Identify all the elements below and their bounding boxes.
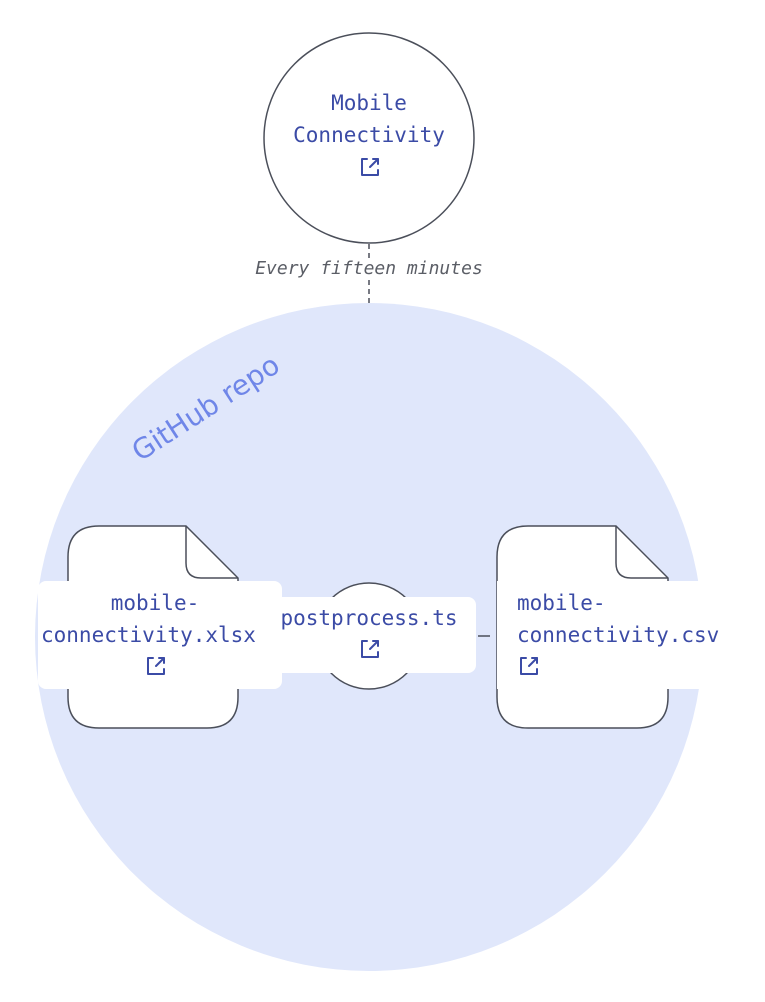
- output-file-fold-icon: [615, 526, 668, 579]
- external-link-icon[interactable]: [520, 657, 538, 675]
- input-file-name-line-1: mobile-: [111, 591, 200, 615]
- input-file-name-line-2: connectivity.xlsx: [41, 623, 256, 647]
- source-node[interactable]: [263, 32, 475, 244]
- output-file-name-line-1: mobile-: [517, 591, 606, 615]
- output-file-name-line-2: connectivity.csv: [517, 623, 719, 647]
- input-file-fold-icon: [185, 526, 238, 579]
- input-file-label-panel: [38, 581, 282, 689]
- edge-label: Every fifteen minutes: [255, 258, 483, 279]
- source-node-title-line-2: Connectivity: [293, 123, 445, 147]
- script-file-name: postprocess.ts: [280, 606, 457, 630]
- external-link-icon[interactable]: [147, 657, 165, 675]
- source-node-title-line-1: Mobile: [331, 91, 407, 115]
- external-link-icon[interactable]: [361, 640, 379, 658]
- script-label-panel: [262, 597, 476, 673]
- external-link-icon[interactable]: [361, 158, 379, 176]
- output-file-label-panel: [497, 581, 765, 689]
